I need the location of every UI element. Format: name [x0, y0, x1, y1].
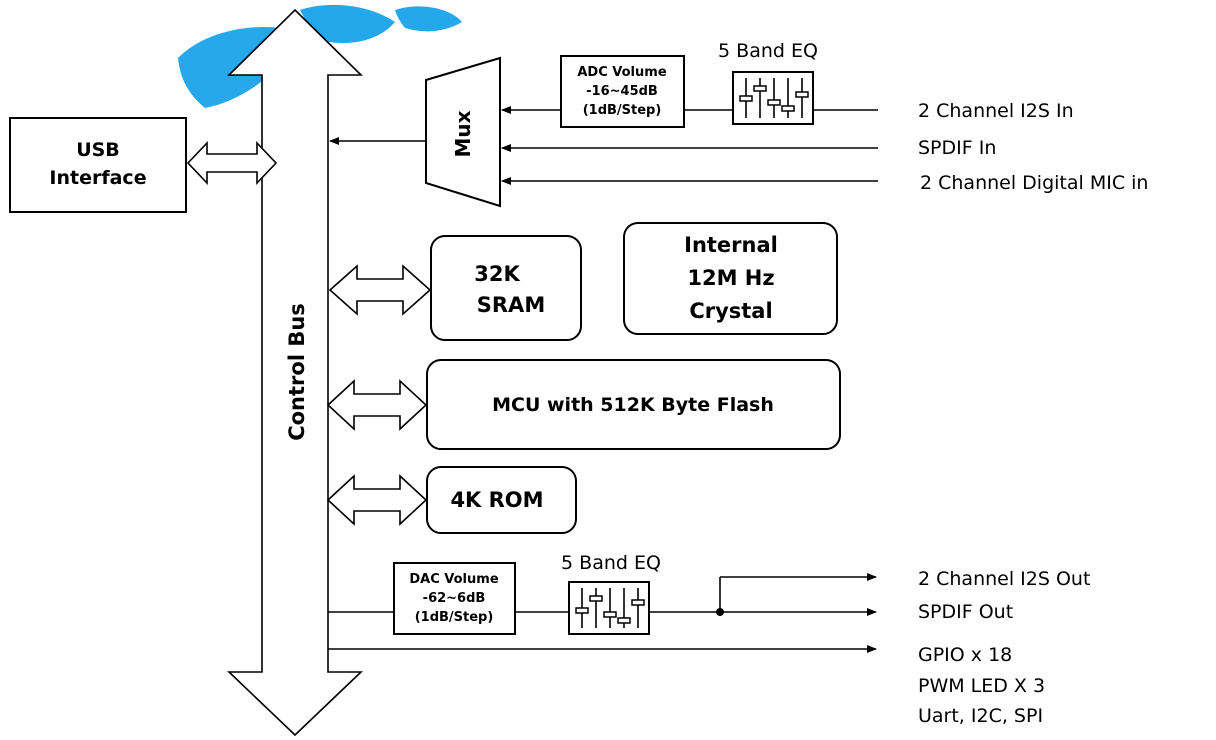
output-spdif-label: SPDIF Out [918, 601, 1013, 623]
gpio-line-3: Uart, I2C, SPI [918, 705, 1043, 727]
sram-line-2: SRAM [477, 293, 545, 317]
mux-block [425, 56, 501, 208]
crystal-line-1: Internal [684, 233, 778, 257]
gpio-line-2: PWM LED X 3 [918, 675, 1045, 697]
adc-volume-line-3: (1dB/Step) [583, 103, 662, 118]
gpio-line-1: GPIO x 18 [918, 644, 1012, 666]
sram-bus-double-arrow [328, 264, 432, 316]
mux-label: Mux [451, 110, 475, 157]
adc-volume-box [560, 55, 685, 128]
input-dmic-label: 2 Channel Digital MIC in [920, 172, 1148, 194]
crystal-line-3: Crystal [689, 299, 772, 323]
sram-line-1: 32K [474, 262, 520, 286]
usb-interface-box [9, 117, 187, 213]
rom-bus-double-arrow [326, 474, 428, 526]
usb-line-1: USB [76, 139, 120, 161]
dac-volume-line-1: DAC Volume [409, 572, 498, 587]
control-bus-arrow [227, 8, 363, 737]
adc-volume-line-2: -16~45dB [586, 84, 658, 99]
mcu-bus-double-arrow [326, 379, 428, 431]
dac-volume-line-3: (1dB/Step) [415, 610, 494, 625]
output-junction-dot [716, 608, 724, 616]
mcu-box [426, 359, 841, 450]
output-i2s-label: 2 Channel I2S Out [918, 568, 1090, 590]
input-spdif-label: SPDIF In [918, 137, 996, 159]
dac-eq-icon [568, 581, 650, 635]
crystal-line-2: 12M Hz [687, 266, 774, 290]
dac-volume-line-2: -62~6dB [423, 591, 486, 606]
adc-volume-line-1: ADC Volume [577, 65, 666, 80]
adc-eq-icon [732, 71, 814, 125]
input-i2s-label: 2 Channel I2S In [918, 100, 1074, 122]
rom-label: 4K ROM [450, 488, 543, 512]
mcu-label: MCU with 512K Byte Flash [492, 394, 774, 416]
dac-eq-label: 5 Band EQ [561, 552, 661, 574]
dac-volume-box [393, 562, 516, 635]
sram-box [430, 235, 582, 341]
crystal-box [623, 222, 838, 335]
control-bus-label: Control Bus [285, 303, 309, 441]
adc-eq-label: 5 Band EQ [718, 40, 818, 62]
rom-box [426, 466, 577, 534]
usb-line-2: Interface [49, 167, 146, 189]
usb-bus-double-arrow [186, 140, 278, 186]
